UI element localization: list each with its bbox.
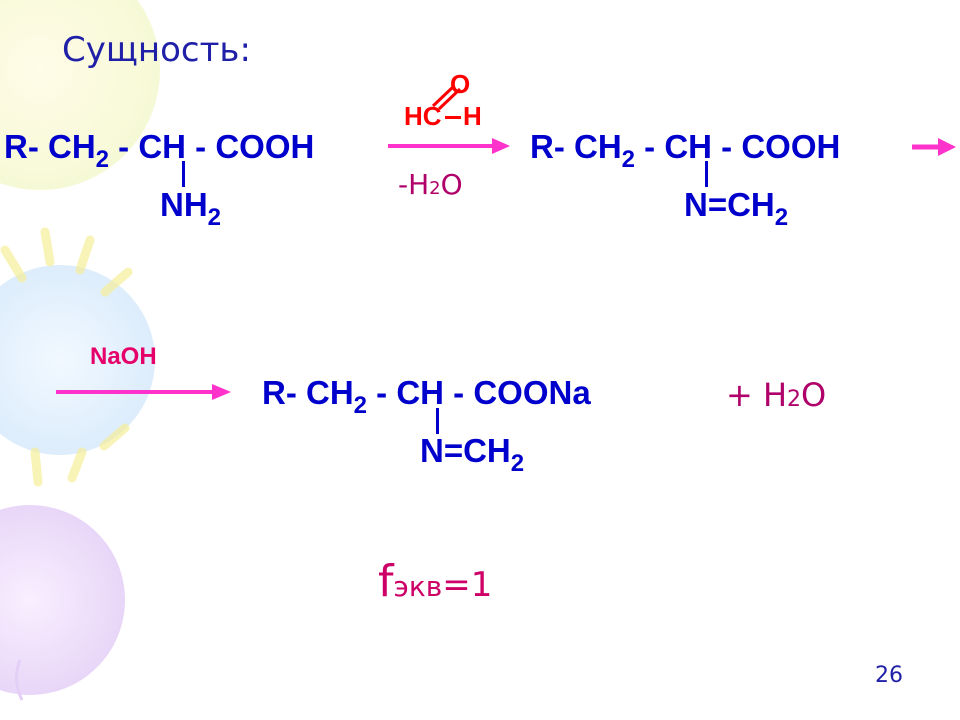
formaldehyde-hc: HC bbox=[404, 101, 442, 131]
equivalence-value: =1 bbox=[442, 565, 493, 605]
sodium-salt-substituent: N=CH bbox=[420, 432, 511, 469]
formaldehyde-single-bond bbox=[445, 116, 461, 119]
water-byproduct-label: + H2O bbox=[726, 376, 826, 414]
formaldehyde-h: H bbox=[463, 101, 482, 131]
sodium-salt-imine-group: N=CH2 bbox=[420, 432, 524, 476]
reactant-main-part-b: - CH - COOH bbox=[109, 128, 315, 165]
balloon-string bbox=[15, 659, 24, 701]
equivalence-subscript: экв bbox=[393, 570, 443, 603]
naoh-reagent-label: NaOH bbox=[90, 343, 157, 370]
water-elimination-label: -H2O bbox=[398, 168, 463, 201]
water-elimination-prefix: -H bbox=[398, 168, 430, 201]
sodium-salt-main-subscript: 2 bbox=[353, 392, 368, 419]
schiff-base-main-part-a: R- CH bbox=[530, 128, 622, 165]
reaction-arrow-1 bbox=[388, 138, 510, 154]
formaldehyde-oxygen: O bbox=[450, 69, 471, 99]
schiff-base-imine-group: N=CH2 bbox=[684, 186, 788, 230]
sodium-salt-substituent-subscript: 2 bbox=[510, 450, 525, 477]
reactant-main-part-a: R- CH bbox=[4, 128, 96, 165]
sodium-salt-bond-line bbox=[436, 408, 439, 434]
reactant-main-chain: R- CH2 - CH - COOH bbox=[4, 128, 315, 172]
schiff-base-main-part-b: - CH - COOH bbox=[635, 128, 841, 165]
yellow-balloon-shape bbox=[0, 0, 160, 190]
page-number: 26 bbox=[875, 663, 903, 688]
sodium-salt-main-part-a: R- CH bbox=[262, 374, 354, 411]
schiff-base-main-chain: R- CH2 - CH - COOH bbox=[530, 128, 841, 172]
equivalence-f-symbol: f bbox=[378, 556, 394, 607]
water-elimination-subscript: 2 bbox=[429, 178, 441, 199]
slide-title: Сущность: bbox=[62, 30, 251, 70]
blue-balloon-shape bbox=[0, 265, 155, 455]
formaldehyde-double-bond bbox=[431, 84, 462, 110]
equivalence-factor: fэкв=1 bbox=[378, 556, 492, 607]
schiff-base-substituent-subscript: 2 bbox=[774, 204, 789, 231]
schiff-base-bond-line bbox=[705, 161, 708, 187]
sun-rays-decoration bbox=[0, 227, 133, 487]
sodium-salt-main-part-b: - CH - COONa bbox=[367, 374, 591, 411]
reactant-bond-line bbox=[182, 161, 185, 187]
schiff-base-substituent: N=CH bbox=[684, 186, 775, 223]
sodium-salt-main-chain: R- CH2 - CH - COONa bbox=[262, 374, 591, 418]
water-byproduct-suffix: O bbox=[801, 376, 827, 414]
reactant-amino-group: NH2 bbox=[160, 186, 221, 230]
reaction-arrow-2 bbox=[56, 384, 231, 400]
continuation-arrow bbox=[912, 138, 956, 156]
water-byproduct-prefix: + H bbox=[726, 376, 788, 414]
purple-balloon-shape bbox=[0, 505, 125, 695]
schiff-base-main-subscript: 2 bbox=[621, 146, 636, 173]
water-byproduct-subscript: 2 bbox=[787, 387, 802, 412]
reactant-main-subscript: 2 bbox=[95, 146, 110, 173]
reactant-substituent-subscript: 2 bbox=[207, 204, 222, 231]
reactant-substituent: NH bbox=[160, 186, 208, 223]
water-elimination-suffix: O bbox=[440, 168, 463, 201]
